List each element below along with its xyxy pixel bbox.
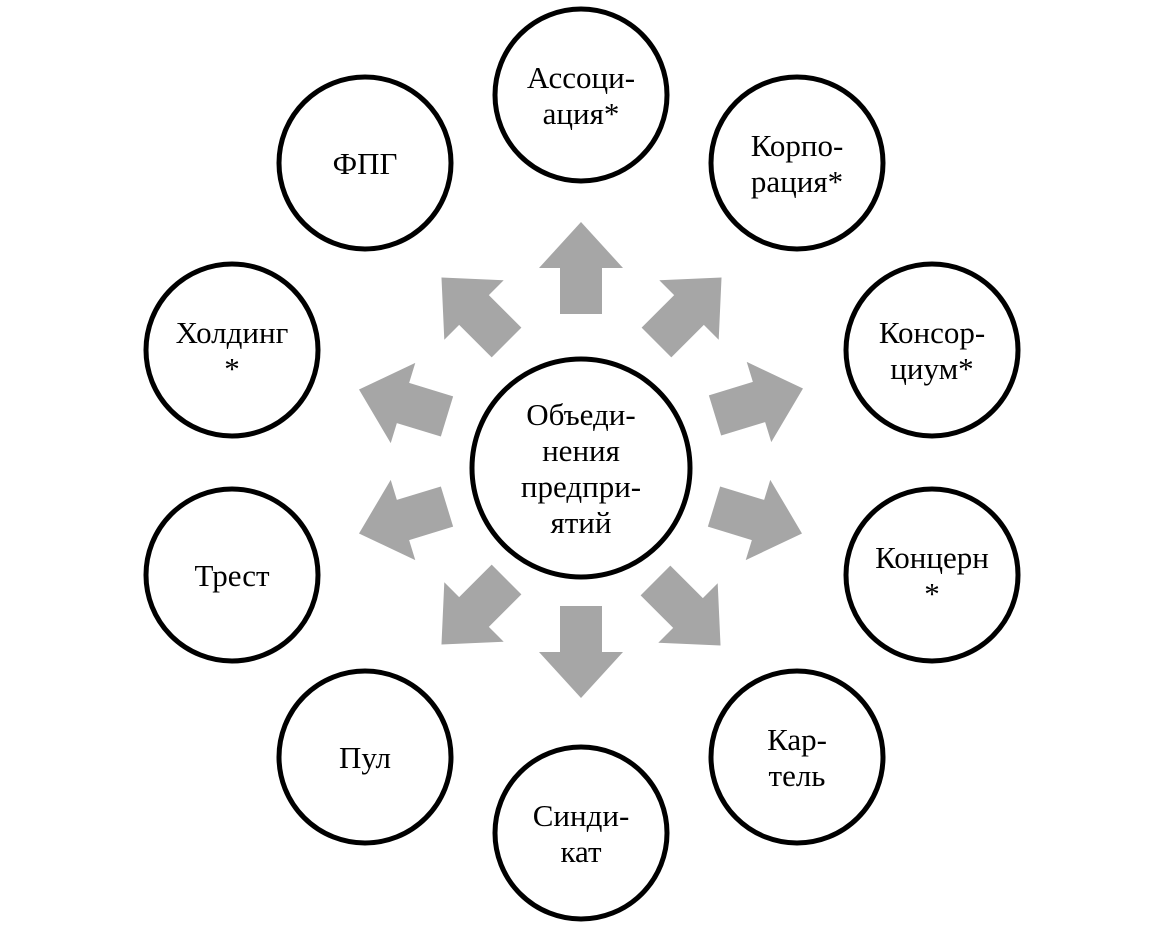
node-korporatsiya: Корпо-рация* — [708, 74, 886, 252]
arrow-to-pul — [441, 564, 522, 645]
node-label-kontsern-line-1: Концерн — [875, 540, 989, 575]
node-label-sindikat-line-2: кат — [560, 834, 602, 869]
node-kartel: Кар-тель — [708, 668, 886, 846]
center-label-line-1: Объеди- — [526, 397, 635, 432]
node-label-kontsern-line-2: * — [924, 576, 940, 611]
arrow-to-kontsern — [707, 479, 802, 561]
arrow-to-kartel — [640, 565, 721, 646]
node-circle-trest — [143, 486, 321, 664]
center-label-line-2: нения — [542, 433, 620, 468]
arrow-to-trest — [359, 479, 454, 561]
node-label-sindikat-line-1: Синди- — [533, 798, 630, 833]
node-holding: Холдинг* — [143, 261, 321, 439]
node-trest: Трест — [143, 486, 321, 664]
node-circle-assotsiatsiya — [492, 6, 670, 184]
node-label-holding-line-2: * — [224, 351, 240, 386]
node-circle-korporatsiya — [708, 74, 886, 252]
node-fpg: ФПГ — [276, 74, 454, 252]
node-label-konsortsium-line-2: циум* — [890, 351, 973, 386]
center-circle — [469, 356, 693, 580]
center-label-line-3: предпри- — [521, 469, 641, 504]
node-circle-pul — [276, 668, 454, 846]
node-label-assotsiatsiya-line-2: ация* — [543, 96, 620, 131]
arrow-to-konsortsium — [708, 361, 803, 443]
node-label-kartel-line-2: тель — [769, 758, 826, 793]
node-label-fpg-line-1: ФПГ — [333, 146, 398, 181]
arrow-to-assotsiatsiya — [539, 222, 623, 314]
node-label-konsortsium-line-1: Консор- — [879, 315, 985, 350]
arrow-to-sindikat — [539, 606, 623, 698]
node-circle-sindikat — [492, 744, 670, 922]
node-kontsern: Концерн* — [843, 486, 1021, 664]
node-label-pul-line-1: Пул — [339, 740, 391, 775]
node-assotsiatsiya: Ассоци-ация* — [492, 6, 670, 184]
node-label-trest-line-1: Трест — [194, 558, 270, 593]
node-label-assotsiatsiya-line-1: Ассоци- — [527, 60, 635, 95]
node-circle-konsortsium — [843, 261, 1021, 439]
node-label-holding-line-1: Холдинг — [176, 315, 289, 350]
node-label-korporatsiya-line-1: Корпо- — [751, 128, 844, 163]
arrows-layer — [359, 222, 803, 698]
node-circle-holding — [143, 261, 321, 439]
node-circle-kartel — [708, 668, 886, 846]
node-konsortsium: Консор-циум* — [843, 261, 1021, 439]
node-sindikat: Синди-кат — [492, 744, 670, 922]
arrow-to-korporatsiya — [641, 277, 722, 358]
arrow-to-holding — [359, 362, 454, 444]
node-label-korporatsiya-line-2: рация* — [751, 164, 843, 199]
node-circle-fpg — [276, 74, 454, 252]
node-circle-kontsern — [843, 486, 1021, 664]
nodes-layer: Ассоци-ация*Корпо-рация*Консор-циум*Конц… — [143, 6, 1021, 922]
arrow-to-fpg — [441, 277, 522, 358]
node-label-kartel-line-1: Кар- — [767, 722, 827, 757]
node-pul: Пул — [276, 668, 454, 846]
center-label-line-4: ятий — [551, 505, 612, 540]
